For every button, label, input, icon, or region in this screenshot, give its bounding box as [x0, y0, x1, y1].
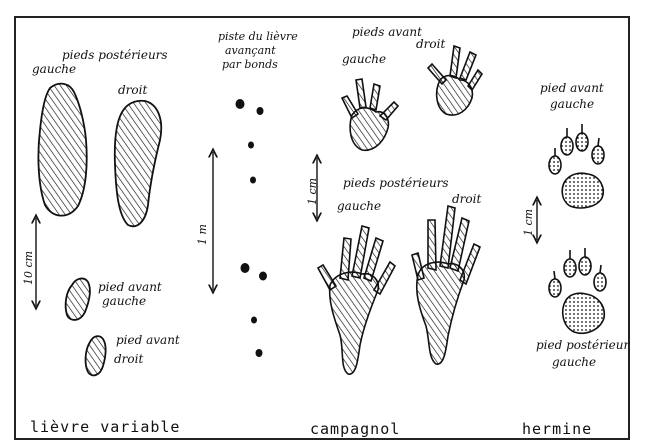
- vole-front-title: pieds avant: [352, 26, 422, 39]
- stoat-front-side: gauche: [550, 98, 594, 111]
- track-dot: [257, 107, 264, 115]
- track-dot: [259, 272, 267, 281]
- vole-scale-label: 1 cm: [306, 178, 319, 205]
- hare-caption: lièvre variable: [30, 418, 180, 436]
- hare-front-right-label: pied avant: [116, 334, 180, 347]
- vole-front-right-label: droit: [416, 38, 445, 51]
- hare-hind-right-label: droit: [118, 84, 147, 97]
- track-dot: [236, 99, 245, 109]
- vole-hind-right-print: [412, 206, 480, 364]
- stoat-hind-print: [549, 248, 606, 333]
- hare-front-right-side: droit: [114, 353, 143, 366]
- track-line-2: avançant: [225, 44, 276, 57]
- vole-front-right-print: [428, 46, 482, 115]
- hare-front-left-label: pied avant: [98, 281, 162, 294]
- track-line-3: par bonds: [222, 58, 278, 71]
- stoat-hind-side: gauche: [552, 356, 596, 369]
- track-dot: [256, 349, 263, 357]
- stoat-front-print: [549, 124, 604, 208]
- hare-front-left-side: gauche: [102, 295, 146, 308]
- hare-hind-right-print: [115, 101, 161, 227]
- track-line-1: piste du lièvre: [218, 30, 298, 43]
- stoat-scale-label: 1 cm: [522, 209, 535, 236]
- stoat-front-label: pied avant: [540, 82, 604, 95]
- vole-hind-left-label: gauche: [337, 200, 381, 213]
- track-dot: [250, 177, 256, 184]
- vole-hind-left-print: [318, 226, 395, 374]
- track-dot: [241, 263, 250, 273]
- hare-front-right-print: [86, 336, 106, 375]
- stoat-hind-label: pied postérieur: [536, 339, 629, 352]
- track-scale-label: 1 m: [196, 224, 209, 245]
- hare-hind-left-print: [38, 84, 86, 216]
- hare-front-left-print: [66, 278, 90, 319]
- vole-caption: campagnol: [310, 420, 400, 438]
- hare-scale-label: 10 cm: [22, 251, 35, 285]
- vole-front-left-label: gauche: [342, 53, 386, 66]
- vole-hind-right-label: droit: [452, 193, 481, 206]
- vole-front-left-print: [342, 79, 398, 150]
- track-dot: [251, 317, 257, 324]
- stoat-caption: hermine: [522, 420, 592, 438]
- track-dot: [248, 142, 254, 149]
- hare-hind-feet-title: pieds postérieurs: [62, 49, 168, 62]
- hare-hind-left-label: gauche: [32, 63, 76, 76]
- hare-track-dots: [236, 99, 268, 357]
- vole-hind-title: pieds postérieurs: [343, 177, 449, 190]
